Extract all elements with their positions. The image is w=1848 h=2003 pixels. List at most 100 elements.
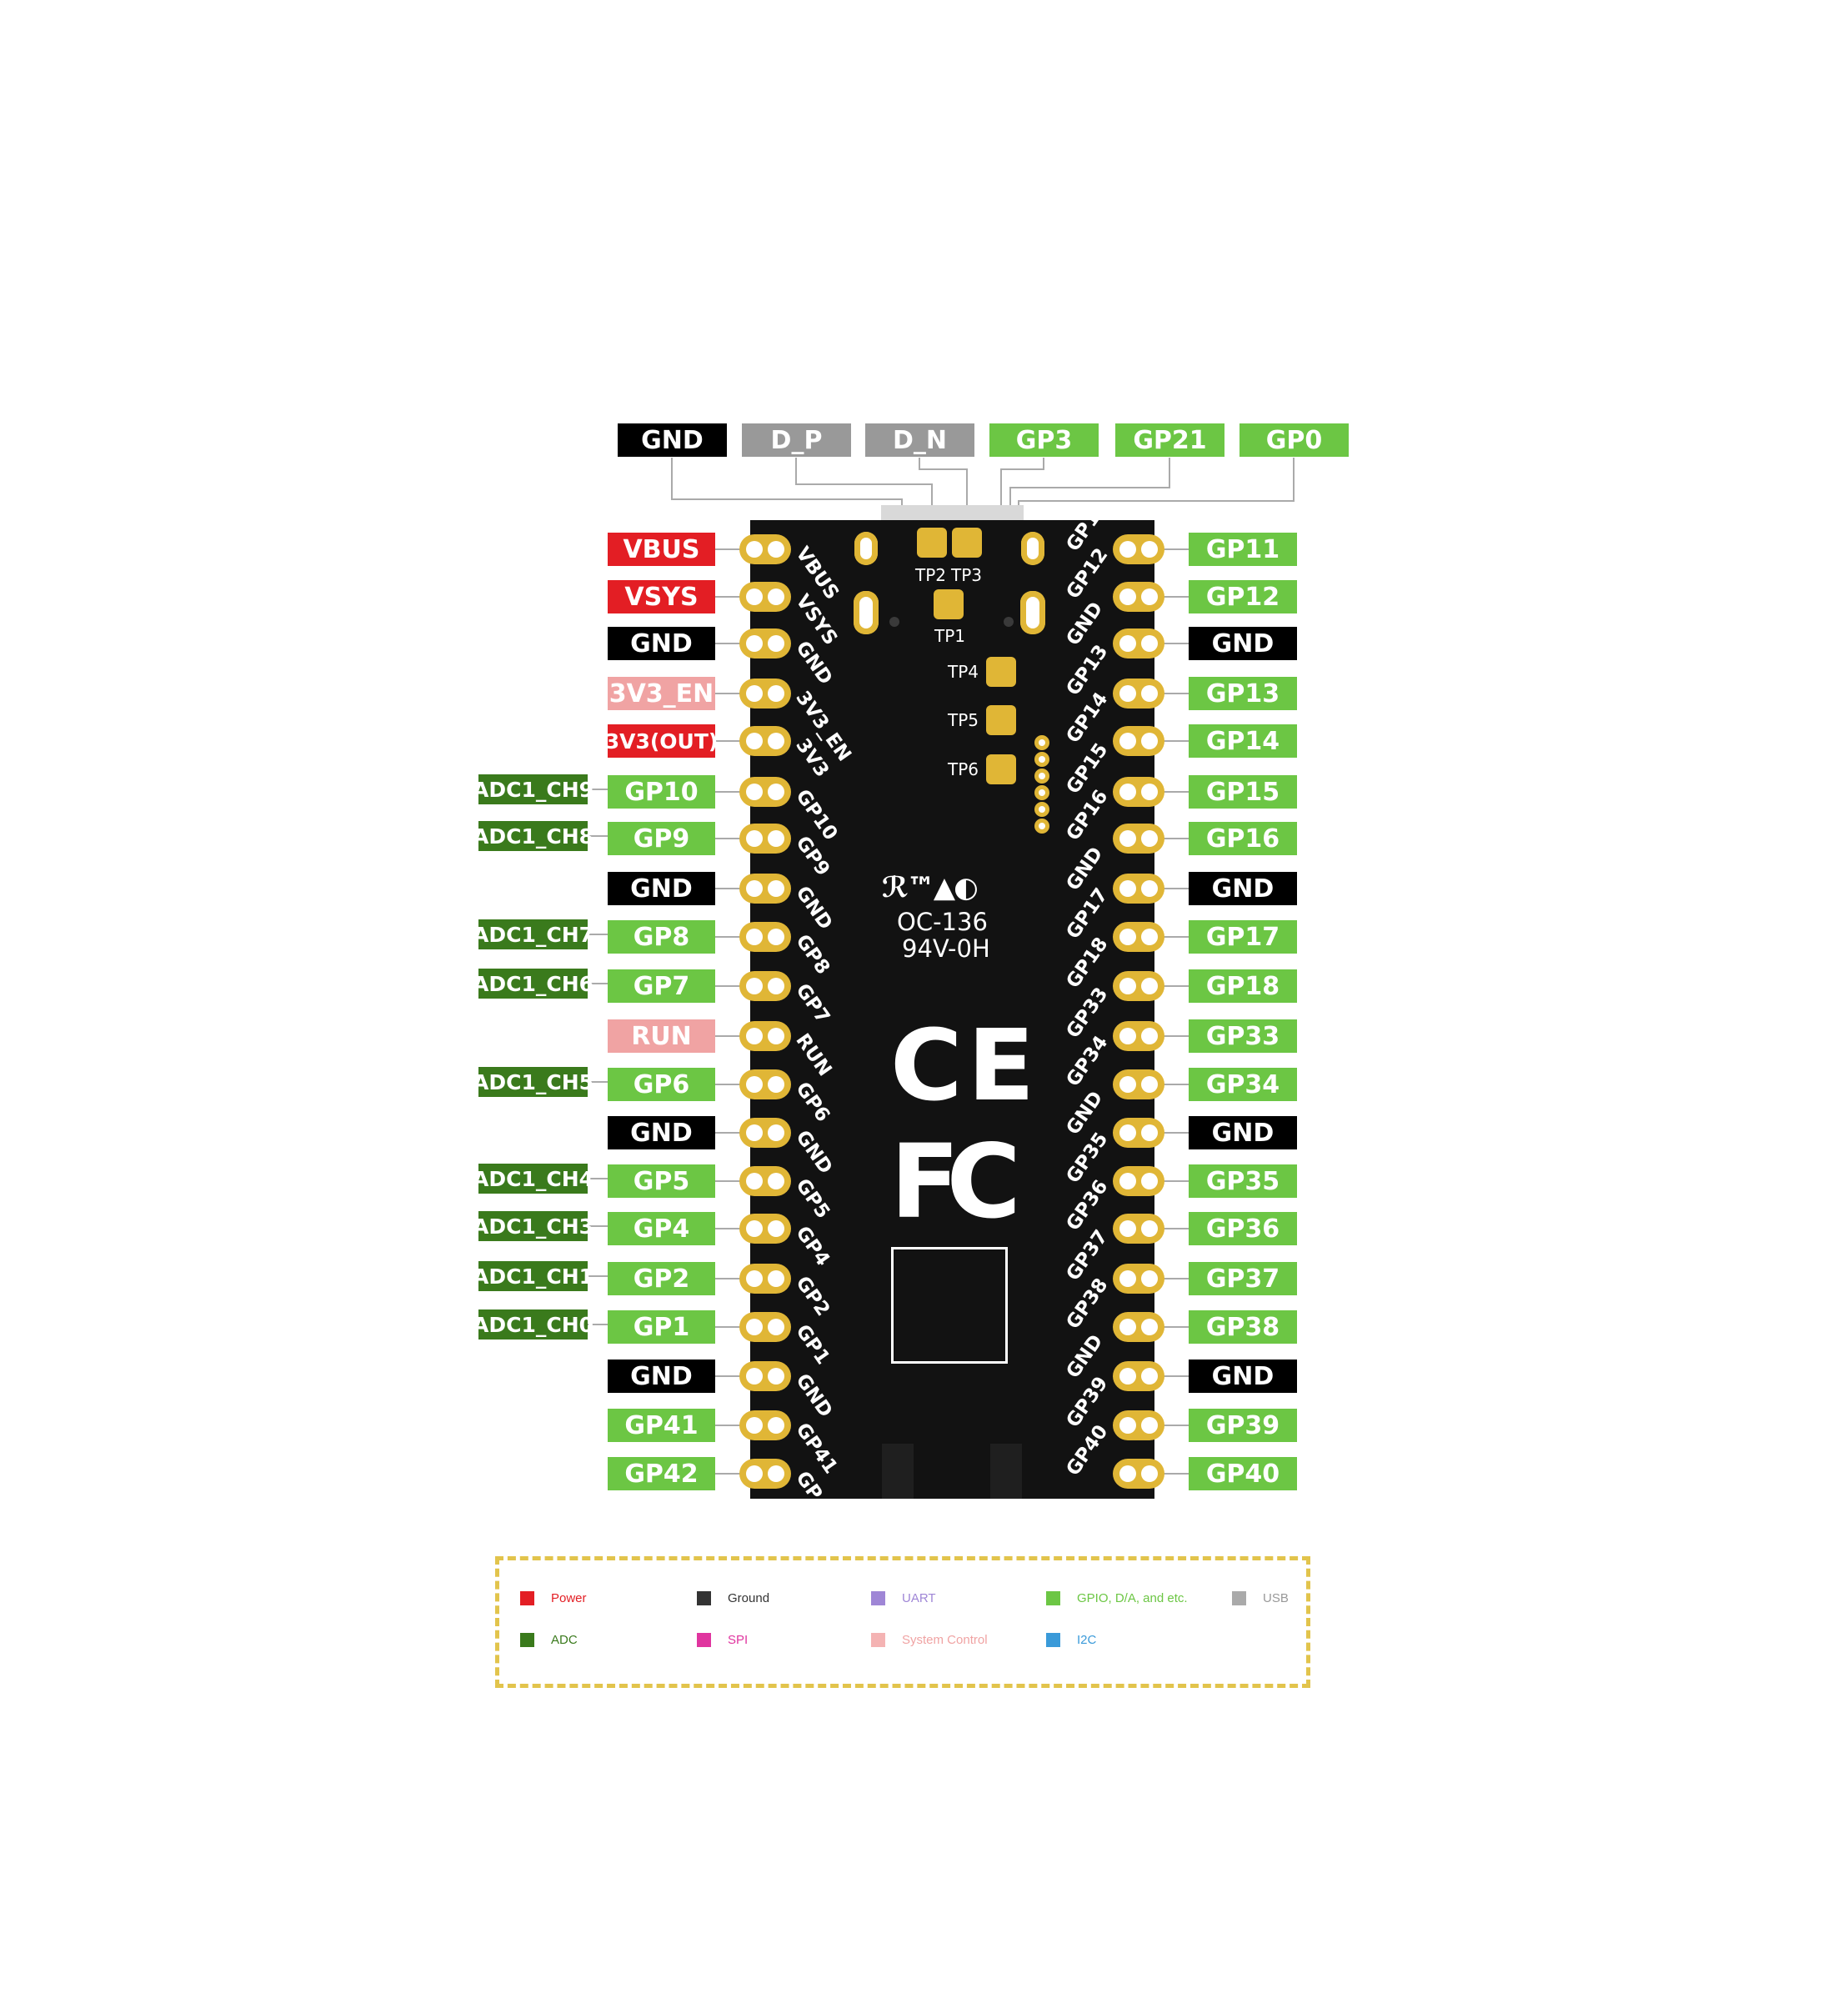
pad-hole: [1119, 1319, 1136, 1335]
left-pin-label-gp42: GP42: [608, 1457, 715, 1490]
pad-hole: [746, 1028, 763, 1044]
test-point-pad: [986, 705, 1016, 735]
pad-hole: [1141, 880, 1158, 897]
legend-swatch: [697, 1633, 711, 1647]
adc-label-adc1-ch3: ADC1_CH3: [473, 1211, 593, 1241]
test-point-label: TP1: [934, 626, 966, 646]
pad-hole: [768, 588, 784, 605]
slot-hole: [860, 538, 872, 559]
pad-hole: [1119, 685, 1136, 702]
test-point-label: TP5: [948, 710, 979, 730]
left-pin-label-gp5: GP5: [608, 1164, 715, 1198]
pad-hole: [768, 978, 784, 994]
legend-label: I2C: [1077, 1633, 1097, 1647]
pad-hole: [1141, 588, 1158, 605]
pad-hole: [746, 880, 763, 897]
right-pin-label-gp40: GP40: [1189, 1457, 1297, 1490]
pad-hole: [768, 1173, 784, 1189]
right-pin-label-gp18: GP18: [1189, 969, 1297, 1003]
right-pin-label-gp33: GP33: [1189, 1019, 1297, 1053]
pad-hole: [1119, 880, 1136, 897]
legend-swatch: [1232, 1591, 1246, 1605]
left-pin-label-gp9: GP9: [608, 822, 715, 855]
pad-hole: [1141, 635, 1158, 652]
test-point-wire: [919, 458, 968, 532]
slot-hole: [859, 597, 873, 628]
top-label-gp0: GP0: [1240, 423, 1349, 457]
pad-hole: [746, 784, 763, 800]
top-label-gp3: GP3: [989, 423, 1099, 457]
legend-item-uart: UART: [871, 1591, 936, 1605]
pad-hole: [768, 1368, 784, 1385]
right-pin-label-gp13: GP13: [1189, 677, 1297, 710]
pad-hole: [746, 929, 763, 945]
pad-hole: [746, 635, 763, 652]
pad-hole: [1141, 978, 1158, 994]
right-pin-label-gp35: GP35: [1189, 1164, 1297, 1198]
adc-label-adc1-ch0: ADC1_CH0: [473, 1309, 593, 1340]
cert-line-2: 94V-0H: [902, 934, 990, 963]
legend-swatch: [1046, 1591, 1060, 1605]
pad-hole: [1119, 733, 1136, 749]
pad-hole: [746, 1124, 763, 1141]
right-pin-label-gp12: GP12: [1189, 580, 1297, 613]
pad-hole: [1119, 588, 1136, 605]
pad-hole: [746, 830, 763, 847]
pad-hole: [1141, 1368, 1158, 1385]
pcb-board: [750, 520, 1154, 1499]
right-pin-label-gp17: GP17: [1189, 920, 1297, 954]
adc-label-adc1-ch7: ADC1_CH7: [473, 919, 593, 949]
pad-hole: [746, 685, 763, 702]
legend-swatch: [871, 1591, 885, 1605]
legend-item-i2c: I2C: [1046, 1633, 1096, 1647]
pad-hole: [1141, 1319, 1158, 1335]
right-pin-label-gp11: GP11: [1189, 533, 1297, 566]
cert-line-1: OC-136: [897, 908, 988, 936]
legend-swatch: [520, 1633, 534, 1647]
pad-hole: [768, 830, 784, 847]
pad-hole: [1119, 978, 1136, 994]
pad-hole: [1141, 929, 1158, 945]
right-pin-label-gnd: GND: [1189, 1116, 1297, 1149]
left-pin-label-gp10: GP10: [608, 775, 715, 809]
pad-hole: [1141, 830, 1158, 847]
test-point-pad: [952, 528, 982, 558]
test-point-pad: [986, 657, 1016, 687]
pad-hole: [1141, 1028, 1158, 1044]
legend-label: SPI: [728, 1633, 749, 1647]
pad-hole: [768, 1220, 784, 1237]
right-pin-label-gnd: GND: [1189, 1360, 1297, 1393]
left-pin-label-gp8: GP8: [608, 920, 715, 954]
pad-hole: [1119, 1220, 1136, 1237]
right-pin-label-gp37: GP37: [1189, 1262, 1297, 1295]
top-label-gp21: GP21: [1115, 423, 1224, 457]
right-pin-label-gp14: GP14: [1189, 724, 1297, 758]
slot-hole: [1026, 597, 1039, 628]
pad-hole: [1119, 830, 1136, 847]
pad-hole: [746, 1220, 763, 1237]
usb-connector: [881, 505, 1024, 522]
pad-hole: [746, 1319, 763, 1335]
pad-hole: [746, 1368, 763, 1385]
pad-hole: [1141, 1220, 1158, 1237]
left-pin-label-gnd: GND: [608, 627, 715, 660]
pad-hole: [1141, 1417, 1158, 1434]
legend-item-ground: Ground: [697, 1591, 769, 1605]
debug-header-hole: [1039, 806, 1045, 813]
pad-hole: [746, 1076, 763, 1093]
pad-hole: [768, 1076, 784, 1093]
adc-label-adc1-ch8: ADC1_CH8: [473, 821, 593, 851]
pad-hole: [1141, 1270, 1158, 1287]
pad-hole: [1119, 1076, 1136, 1093]
pad-hole: [1119, 929, 1136, 945]
top-label-gnd: GND: [618, 423, 727, 457]
test-point-pad: [934, 589, 964, 619]
legend-label: ADC: [551, 1633, 578, 1647]
left-pin-label-gnd: GND: [608, 1360, 715, 1393]
pad-hole: [1141, 784, 1158, 800]
right-pin-label-gp38: GP38: [1189, 1310, 1297, 1344]
pad-hole: [1141, 1465, 1158, 1482]
pad-hole: [768, 1028, 784, 1044]
pad-hole: [746, 1173, 763, 1189]
